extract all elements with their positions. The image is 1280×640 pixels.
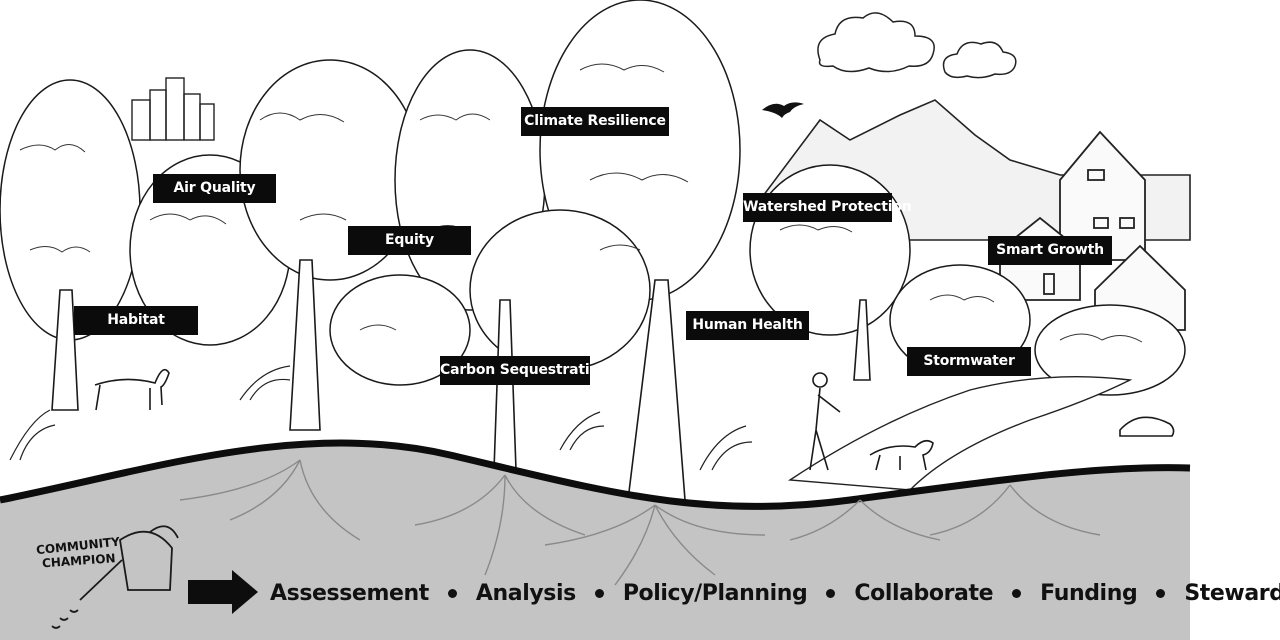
ferns	[9, 365, 753, 471]
dog-figure	[869, 439, 934, 471]
bird-silhouette	[762, 102, 804, 118]
step-collaborate: Collaborate	[854, 580, 994, 606]
soil-area	[0, 443, 1190, 640]
tree-canopies	[0, 0, 1186, 396]
label-smart-growth: Smart Growth	[988, 236, 1112, 265]
turtle-figure	[1119, 416, 1175, 437]
community-champion-text: COMMUNITY CHAMPION	[28, 535, 138, 571]
city-skyline	[131, 77, 215, 141]
label-air-quality: Air Quality	[153, 174, 276, 203]
label-climate-resilience: Climate Resilience	[521, 107, 669, 136]
label-habitat: Habitat	[74, 306, 198, 335]
ground-line	[0, 439, 1191, 510]
roots	[179, 459, 1101, 586]
label-carbon-sequestration: Carbon Sequestration	[440, 356, 609, 385]
step-bullet	[826, 588, 836, 598]
foliage-texture	[19, 63, 1143, 343]
deer-figure	[94, 368, 170, 411]
label-human-health: Human Health	[686, 311, 809, 340]
step-funding: Funding	[1040, 580, 1138, 606]
walker-figure	[809, 372, 841, 471]
step-analysis: Analysis	[475, 580, 576, 606]
walking-path	[787, 375, 1133, 491]
right-arrow-icon	[188, 570, 258, 614]
step-policy-planning: Policy/Planning	[622, 580, 808, 606]
process-steps: Assessement Analysis Policy/Planning Col…	[270, 576, 1280, 610]
step-bullet	[447, 588, 457, 598]
step-bullet	[1012, 588, 1022, 598]
step-bullet	[594, 588, 604, 598]
label-watershed-protection: Watershed Protection	[743, 193, 912, 222]
tree-trunks	[51, 259, 871, 501]
label-equity: Equity	[348, 226, 471, 255]
watering-can-icon	[51, 525, 179, 629]
label-stormwater: Stormwater	[907, 347, 1031, 376]
clouds	[817, 12, 1017, 79]
step-assessement: Assessement	[270, 580, 429, 606]
step-stewardship: Stewardship	[1184, 580, 1280, 606]
step-bullet	[1156, 588, 1166, 598]
